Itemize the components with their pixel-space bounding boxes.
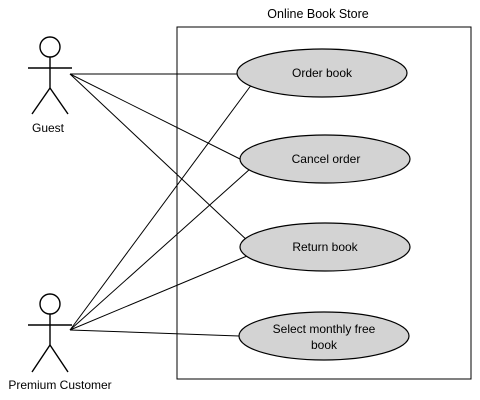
actor-label-premium-customer: Premium Customer [8,378,111,392]
association-line-guest-return [69,73,251,244]
use-case-ellipse [236,48,408,98]
association-line-premium-return [69,255,248,331]
actor-premium-customer: Premium Customer [8,293,112,392]
use-case-return-book: Return book [239,222,411,272]
association-line-premium-order [69,83,253,331]
use-case-ellipse [239,222,411,272]
stick-figure-icon [28,36,72,115]
use-case-label: Return book [292,240,358,254]
use-case-label-line-1: Select monthly free [273,322,376,336]
use-case-label-line-2: book [311,338,338,352]
use-case-cancel-order: Cancel order [239,134,411,184]
use-case-order-book: Order book [236,48,408,98]
association-line-guest-cancel [69,73,249,164]
associations [69,73,253,337]
actor-guest: Guest [28,36,72,135]
system-box [176,26,472,380]
use-case-label: Order book [292,66,353,80]
system-boundary: Online Book Store [176,7,472,380]
association-line-premium-select [69,329,240,337]
use-case-ellipse [239,134,411,184]
system-title: Online Book Store [267,7,368,21]
actor-label-guest: Guest [32,121,65,135]
use-case-ellipse [238,311,410,361]
use-case-select-monthly-free-book: Select monthly free book [238,311,410,361]
use-case-label: Cancel order [292,152,361,166]
association-line-premium-cancel [69,168,251,331]
stick-figure-icon [28,293,72,373]
